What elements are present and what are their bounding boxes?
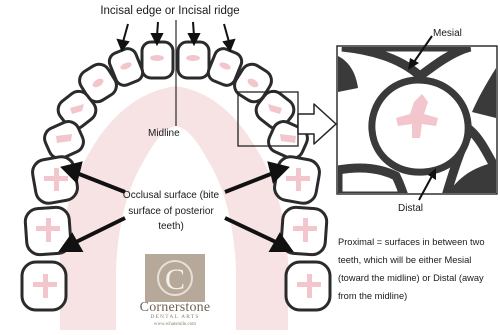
midline-label: Midline [148,128,180,139]
occlusal-surface-label: Occlusal surface (bite surface of poster… [115,188,227,235]
logo-url: www.whatsmile.com [126,322,224,327]
magnified-view [337,36,500,200]
pulp-central-left [150,55,164,61]
mesial-label: Mesial [433,28,462,39]
pulp-central-right [186,55,200,61]
arrow-incisal-4 [224,24,229,42]
logo: C [145,254,205,302]
adjacent-tooth-distal [338,168,404,196]
arrow-incisal-1 [123,24,128,42]
logo-tagline: DENTAL ARTS [126,314,224,320]
distal-label: Distal [398,203,423,214]
proximal-definition: Proximal = surfaces in between two teeth… [338,233,500,305]
incisal-edge-label: Incisal edge or Incisal ridge [0,5,340,17]
logo-letter: C [165,263,185,296]
